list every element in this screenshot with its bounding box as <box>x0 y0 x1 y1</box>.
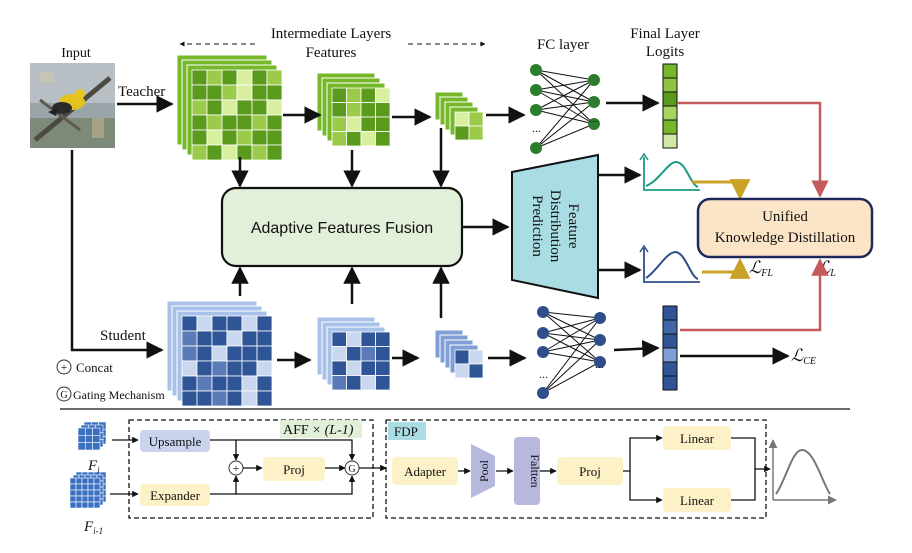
student-logits-bar <box>662 305 678 391</box>
aff-tag: AFF× (L-1) <box>283 423 354 438</box>
student-logits-to-ukd-arrow <box>680 258 829 332</box>
proj2-box <box>557 457 623 485</box>
proj-to-linear1 <box>623 434 663 472</box>
upsample-label: Upsample <box>149 434 202 449</box>
teacher-logits-to-ukd-arrow <box>677 101 829 198</box>
expander-label: Expander <box>150 488 200 503</box>
gating-legend-label: Gating Mechanism <box>73 388 165 402</box>
student-fc-to-logits-arrow <box>613 339 660 358</box>
fdp-tag: FDP <box>394 424 418 439</box>
feature-distribution-prediction-box <box>511 153 599 300</box>
upsample-to-gate <box>236 439 356 461</box>
aff-tag-bg <box>280 420 362 438</box>
student-dist-to-ukd-arrow <box>702 257 751 279</box>
teacher-feature-stack-2 <box>316 72 391 147</box>
final-layer-label: Final Layer <box>630 26 700 42</box>
pool-block <box>471 444 495 498</box>
upsample-box <box>140 430 210 452</box>
ukd-label-line1: Unified <box>762 209 808 225</box>
teacher-label: Teacher <box>118 84 165 100</box>
proj-box <box>263 457 325 481</box>
expander-to-concat <box>210 475 240 495</box>
gate-node-symbol: G <box>348 464 355 475</box>
concat-icon <box>56 359 72 375</box>
flatten-block <box>514 437 540 505</box>
teacher-feature-stack-1 <box>176 54 283 161</box>
input-to-student-arrow <box>70 150 164 359</box>
concat-node-symbol: + <box>233 461 240 475</box>
fdp-label-line2: Distribution <box>547 190 563 263</box>
unified-knowledge-distillation-box <box>696 197 874 259</box>
student-feature-stack-2 <box>316 316 391 391</box>
student-fc-network: ...... <box>537 306 606 399</box>
adaptive-features-fusion-box <box>220 186 464 268</box>
features-label: Features <box>306 45 357 61</box>
svg-text:...: ... <box>589 111 598 125</box>
teacher-feature-stack-3 <box>434 91 484 141</box>
gating-icon <box>56 386 72 402</box>
proj-label: Proj <box>283 462 305 477</box>
svg-text:...: ... <box>595 357 604 371</box>
fi1-feature-cube <box>69 471 107 509</box>
teacher-logits-bar <box>662 63 678 149</box>
teacher-fc-network: ...... <box>530 64 600 154</box>
linear2-label: Linear <box>680 493 715 508</box>
logits-label: Logits <box>646 44 684 60</box>
loss-fl-symbol: ℒFL <box>749 258 773 279</box>
aff-label: Adaptive Features Fusion <box>251 220 433 237</box>
concat-symbol: + <box>61 360 68 374</box>
fi-label: Fi <box>87 458 100 475</box>
svg-text:...: ... <box>539 367 548 381</box>
svg-text:...: ... <box>532 121 541 135</box>
fc-layer-label: FC layer <box>537 37 589 53</box>
student-label: Student <box>100 328 147 344</box>
input-label: Input <box>61 46 91 61</box>
fdp-label-line3: Prediction <box>529 195 545 257</box>
pool-label: Pool <box>477 459 491 482</box>
teacher-dist-to-ukd-arrow <box>692 179 751 201</box>
aff-detail-frame <box>128 419 374 519</box>
ukd-label-line2: Knowledge Distillation <box>715 230 856 246</box>
student-distribution-plot <box>639 244 700 283</box>
teacher-distribution-plot <box>639 152 700 191</box>
proj-to-linear2 <box>629 471 663 504</box>
linear2-box <box>663 488 731 512</box>
fdp-label-line1: Feature <box>565 204 581 249</box>
linear-merge <box>731 437 756 501</box>
adapter-label: Adapter <box>404 464 447 479</box>
input-bird-image <box>30 63 115 148</box>
fi1-label: Fi-1 <box>83 519 103 536</box>
adapter-box <box>392 457 458 485</box>
linear1-label: Linear <box>680 431 715 446</box>
student-feature-stack-3 <box>434 329 484 379</box>
student-feature-stack-1 <box>166 300 273 407</box>
fi-feature-cube <box>77 421 107 451</box>
loss-ce-symbol: ℒCE <box>791 346 816 367</box>
expander-box <box>140 484 210 506</box>
proj2-label: Proj <box>579 464 601 479</box>
flatten-label: Faltten <box>528 454 542 487</box>
intermediate-layers-label: Intermediate Layers <box>271 26 392 42</box>
concat-legend-label: Concat <box>76 360 113 375</box>
expander-to-gate <box>236 475 356 495</box>
fdp-tag-bg <box>388 422 426 440</box>
output-distribution-plot <box>768 439 837 505</box>
upsample-to-concat <box>210 439 240 461</box>
gating-symbol: G <box>60 390 67 401</box>
linear1-box <box>663 426 731 450</box>
